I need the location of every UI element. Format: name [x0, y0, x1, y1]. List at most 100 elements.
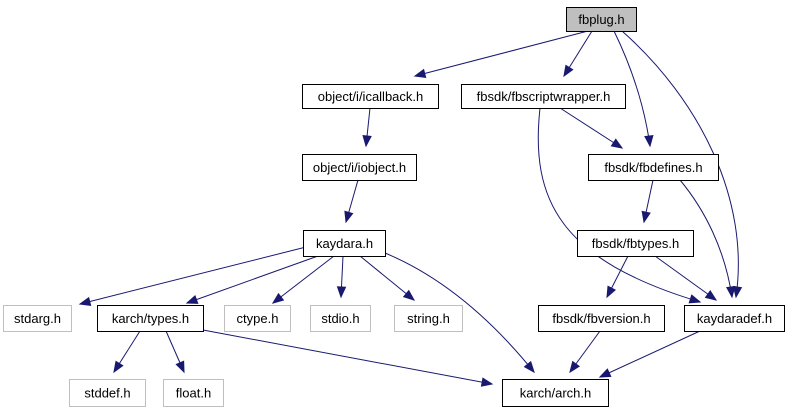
edge-arrowhead	[78, 296, 92, 307]
node-float: float.h	[163, 379, 224, 407]
nodes-layer: fbplug.h object/i/icallback.h fbsdk/fbscri…	[3, 7, 785, 407]
edge-arrowhead	[688, 294, 702, 304]
edge-karchtypes-to-karcharch	[202, 329, 494, 387]
node-box	[302, 154, 417, 181]
node-box	[588, 154, 719, 181]
node-fbplug[interactable]: fbplug.h	[566, 7, 637, 32]
edge-arrowhead	[402, 289, 416, 301]
edge-fbdefines-to-fbtypes	[641, 179, 654, 224]
edge-arrowhead	[641, 210, 651, 224]
node-box	[310, 305, 371, 332]
node-label: float.h	[176, 386, 211, 401]
edge-fbscriptwrapper-to-fbdefines	[559, 107, 624, 149]
edge-line	[414, 30, 589, 77]
edge-arrowhead	[480, 377, 494, 387]
edge-fbtypes-to-fbversion	[606, 255, 629, 299]
node-label: string.h	[407, 311, 450, 326]
node-label: karch/types.h	[112, 311, 189, 326]
node-stddef: stddef.h	[69, 379, 146, 407]
node-fbdefines[interactable]: fbsdk/fbdefines.h	[588, 154, 719, 181]
node-karcharch[interactable]: karch/arch.h	[502, 379, 609, 407]
edge-arrowhead	[732, 285, 743, 299]
node-kaydara[interactable]: kaydara.h	[303, 230, 386, 257]
edge-arrowhead	[606, 285, 617, 299]
edge-icallback-to-iobject	[362, 107, 372, 148]
edge-kaydara-to-stdarg	[78, 245, 311, 307]
node-label: fbplug.h	[578, 12, 624, 27]
node-fbscriptwrapper[interactable]: fbsdk/fbscriptwrapper.h	[461, 84, 626, 109]
node-label: stdarg.h	[14, 311, 61, 326]
node-fbversion[interactable]: fbsdk/fbversion.h	[538, 305, 665, 332]
edge-line	[537, 107, 701, 303]
node-label: fbsdk/fbtypes.h	[592, 236, 679, 251]
edge-kaydaradef-to-karcharch	[598, 330, 701, 378]
edge-kaydara-to-stdio	[336, 255, 347, 299]
edge-kaydara-to-karcharch	[384, 252, 535, 374]
edge-fbdefines-to-kaydaradef	[679, 179, 736, 299]
edge-line	[613, 30, 651, 147]
edge-line	[559, 107, 623, 149]
edge-fbversion-to-karcharch	[569, 330, 601, 374]
edge-arrowhead	[569, 360, 581, 374]
edge-kaydara-to-ctype	[271, 255, 335, 304]
node-karchtypes[interactable]: karch/types.h	[97, 305, 204, 332]
node-label: kaydara.h	[316, 236, 373, 251]
node-stdarg: stdarg.h	[3, 305, 72, 332]
node-icallback[interactable]: object/i/icallback.h	[302, 84, 439, 109]
node-label: fbsdk/fbdefines.h	[604, 160, 702, 175]
edge-kaydara-to-string	[359, 255, 416, 301]
edge-arrowhead	[175, 360, 185, 374]
edge-line	[679, 179, 733, 298]
node-box	[461, 84, 626, 109]
edge-arrowhead	[644, 135, 654, 148]
edge-line	[272, 255, 335, 304]
node-box	[303, 230, 386, 257]
edge-fbplug-to-icallback	[413, 30, 589, 78]
node-label: fbsdk/fbversion.h	[552, 311, 650, 326]
edge-arrowhead	[336, 286, 347, 299]
edge-arrowhead	[704, 290, 718, 301]
edge-arrowhead	[362, 135, 372, 148]
node-ctype: ctype.h	[224, 305, 291, 332]
edge-fbplug-to-fbscriptwrapper	[563, 30, 593, 78]
edge-arrowhead	[185, 294, 199, 304]
node-iobject[interactable]: object/i/iobject.h	[302, 154, 417, 181]
node-kaydaradef[interactable]: kaydaradef.h	[684, 305, 785, 332]
node-box	[302, 84, 439, 109]
node-box	[394, 305, 463, 332]
node-box	[566, 7, 637, 32]
edge-arrowhead	[610, 138, 624, 149]
edge-arrowhead	[598, 368, 612, 378]
node-box	[3, 305, 72, 332]
edges-layer	[78, 30, 743, 387]
node-box	[97, 305, 204, 332]
edge-line	[654, 255, 717, 301]
edge-iobject-to-kaydara	[344, 179, 359, 224]
node-label: ctype.h	[237, 311, 279, 326]
node-label: karch/arch.h	[520, 386, 592, 401]
node-label: kaydaradef.h	[697, 311, 772, 326]
edge-arrowhead	[113, 360, 124, 374]
edge-fbplug-to-fbdefines	[613, 30, 654, 148]
node-label: object/i/iobject.h	[313, 160, 406, 175]
node-box	[69, 379, 146, 407]
edge-arrowhead	[563, 64, 574, 78]
edge-line	[599, 330, 701, 378]
edge-karchtypes-to-float	[165, 330, 185, 374]
edge-karchtypes-to-stddef	[113, 330, 141, 374]
edge-arrowhead	[725, 285, 736, 299]
node-fbtypes[interactable]: fbsdk/fbtypes.h	[577, 230, 694, 257]
edge-arrowhead	[271, 292, 285, 304]
edge-line	[202, 329, 493, 385]
node-box	[224, 305, 291, 332]
node-box	[163, 379, 224, 407]
node-box	[684, 305, 785, 332]
node-label: object/i/icallback.h	[318, 89, 424, 104]
edge-fbtypes-to-kaydaradef	[654, 255, 718, 301]
node-string: string.h	[394, 305, 463, 332]
edge-arrowhead	[344, 210, 354, 224]
node-stdio: stdio.h	[310, 305, 371, 332]
edge-line	[621, 30, 739, 298]
node-box	[538, 305, 665, 332]
